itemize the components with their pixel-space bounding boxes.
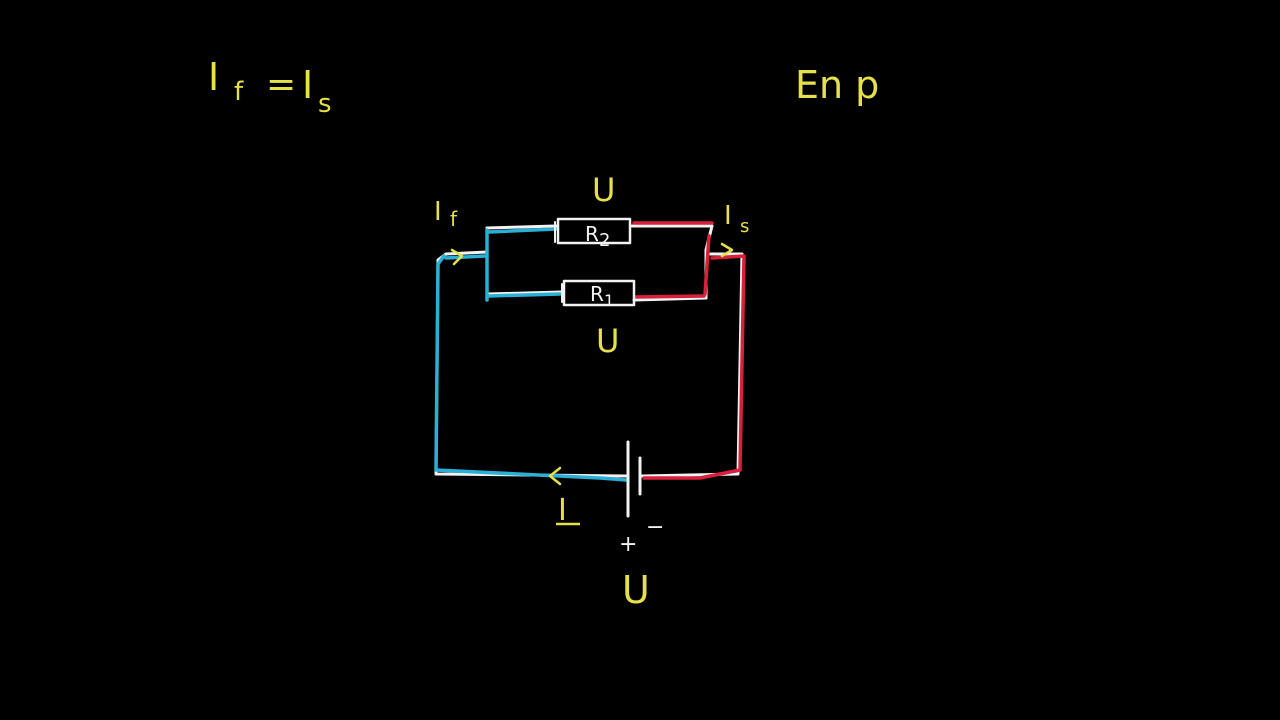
- resistor-r2: R 2: [554, 217, 632, 251]
- current-in-label: I: [434, 197, 442, 227]
- equation-if-equals-is: I f = I s: [208, 55, 332, 119]
- main-current-label: I: [558, 493, 567, 528]
- arrow-right-branch-icon: [720, 242, 734, 258]
- equation-right-symbol: I: [302, 63, 313, 107]
- resistor-r1: R 1: [561, 279, 636, 310]
- circuit-labels: U U I f I s I + − U: [434, 171, 749, 612]
- current-out-subscript: s: [740, 216, 749, 237]
- arrow-left-branch-icon: [450, 248, 464, 266]
- blue-highlight-wires: [434, 227, 628, 482]
- battery-plus-sign: +: [619, 532, 637, 557]
- arrow-main-current-icon: [548, 466, 562, 486]
- battery: [626, 440, 642, 518]
- heading-partial-text: En p: [795, 63, 879, 107]
- bottom-branch-voltage-label: U: [596, 322, 619, 360]
- resistor-r1-letter: R: [590, 282, 604, 306]
- equation-right-subscript: s: [318, 89, 332, 119]
- equation-equals-sign: =: [266, 64, 296, 105]
- battery-minus-sign: −: [646, 515, 664, 540]
- resistor-r2-body: [556, 217, 632, 245]
- resistor-r2-subscript: 2: [599, 230, 610, 251]
- resistor-r1-body: [562, 279, 636, 307]
- current-out-label: I: [724, 201, 732, 231]
- top-branch-voltage-label: U: [592, 171, 615, 209]
- white-wires: [434, 224, 744, 478]
- current-in-subscript: f: [450, 207, 458, 231]
- resistor-r2-letter: R: [585, 222, 599, 246]
- red-highlight-wires: [632, 221, 746, 480]
- equation-left-symbol: I: [208, 55, 219, 99]
- circuit-diagram: R 2 R 1: [434, 217, 746, 518]
- current-arrows: [450, 242, 734, 486]
- resistor-r1-subscript: 1: [604, 291, 614, 310]
- equation-left-subscript: f: [234, 77, 244, 107]
- battery-voltage-label: U: [622, 568, 650, 612]
